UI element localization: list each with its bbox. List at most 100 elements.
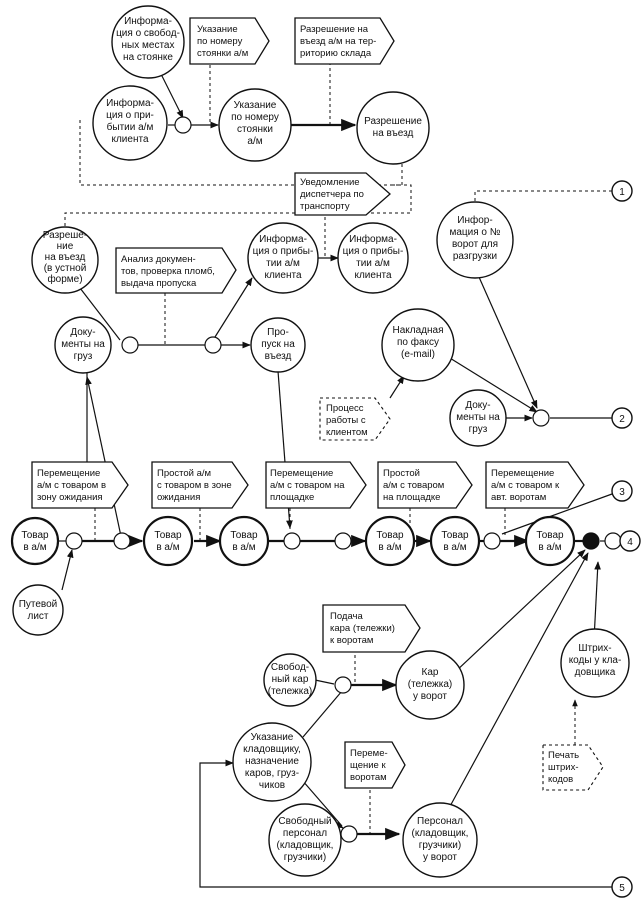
svg-text:клиента: клиента <box>354 270 391 281</box>
svg-text:ных местах: ных местах <box>122 40 175 51</box>
node-fax-waybill: Накладная по факсу (e-mail) <box>381 308 455 382</box>
svg-text:в а/м: в а/м <box>378 542 401 553</box>
svg-text:Простой а/м: Простой а/м <box>157 468 211 479</box>
svg-text:ция о при-: ция о при- <box>106 110 154 121</box>
svg-text:грузчики): грузчики) <box>419 840 461 851</box>
node-parking-number: Указание по номеру стоянки а/м <box>218 88 292 162</box>
ref-marker-5: 5 <box>611 876 633 898</box>
svg-text:груз: груз <box>74 351 93 362</box>
node-free-staff: Свободный персонал (кладовщик, грузчики) <box>268 803 342 877</box>
svg-text:к воротам: к воротам <box>330 635 373 646</box>
flag-client-process: Процесс работы с клиентом <box>319 397 391 441</box>
node-free-cart: Свобод- ный кар (тележка) <box>263 653 317 707</box>
svg-text:с товаром в зоне: с товаром в зоне <box>157 480 232 491</box>
svg-text:щение к: щение к <box>350 760 386 771</box>
svg-text:лист: лист <box>27 611 48 622</box>
svg-text:груз: груз <box>469 424 488 435</box>
flag-parking-instruction: Указание по номеру стоянки а/м <box>189 17 270 65</box>
svg-text:1: 1 <box>619 187 625 198</box>
svg-text:въезд: въезд <box>265 351 292 362</box>
svg-text:Персонал: Персонал <box>417 816 463 827</box>
node-info-arrival-top: Информа- ция о при- бытии а/м клиента <box>92 85 168 161</box>
svg-text:тии а/м: тии а/м <box>266 258 300 269</box>
svg-text:а/м с товаром на: а/м с товаром на <box>270 480 345 491</box>
svg-text:2: 2 <box>619 414 625 425</box>
svg-text:стоянки а/м: стоянки а/м <box>197 48 248 59</box>
svg-text:по номеру: по номеру <box>197 36 243 47</box>
svg-text:Товар: Товар <box>154 530 182 541</box>
svg-text:Товар: Товар <box>230 530 258 541</box>
svg-text:ный кар: ный кар <box>272 674 309 685</box>
svg-text:клиента: клиента <box>264 270 301 281</box>
svg-text:по факсу: по факсу <box>397 336 439 348</box>
svg-text:ция о прибы-: ция о прибы- <box>343 245 404 257</box>
svg-text:кладовщику,: кладовщику, <box>243 744 301 755</box>
svg-text:Накладная: Накладная <box>392 325 443 336</box>
svg-text:тии а/м: тии а/м <box>356 258 390 269</box>
node-truck-2: Товар в а/м <box>142 515 194 567</box>
svg-text:у ворот: у ворот <box>413 691 447 702</box>
node-barcodes-keeper: Штрих- коды у кла- довщика <box>560 628 630 698</box>
svg-text:выдача пропуска: выдача пропуска <box>121 278 197 289</box>
flag-move-platform: Перемещение а/м с товаром на площадке <box>265 461 367 509</box>
node-truck-6: Товар в а/м <box>524 515 576 567</box>
svg-text:Подача: Подача <box>330 611 363 622</box>
svg-text:Разрешение: Разрешение <box>364 116 422 127</box>
svg-text:а/м с товаром: а/м с товаром <box>383 480 444 491</box>
node-truck-4: Товар в а/м <box>364 515 416 567</box>
node-entry-permission: Разрешение на въезд <box>356 91 430 165</box>
svg-text:в а/м: в а/м <box>538 542 561 553</box>
svg-text:в а/м: в а/м <box>232 542 255 553</box>
svg-text:Перемещение: Перемещение <box>491 468 554 479</box>
junctions <box>65 116 622 843</box>
svg-text:Инфор-: Инфор- <box>457 214 492 226</box>
svg-text:Товар: Товар <box>536 530 564 541</box>
flag-idle-platform: Простой а/м с товаром на площадке <box>377 461 473 509</box>
svg-text:Указание: Указание <box>234 100 277 111</box>
svg-text:тов, проверка пломб,: тов, проверка пломб, <box>121 266 215 277</box>
node-info-arrival-mid2: Информа- ция о прибы- тии а/м клиента <box>337 222 409 294</box>
svg-text:Про-: Про- <box>267 327 289 338</box>
svg-text:Переме-: Переме- <box>350 748 388 759</box>
node-waybill: Путевой лист <box>12 584 64 636</box>
ref-marker-2: 2 <box>611 407 633 429</box>
svg-text:разгрузки: разгрузки <box>453 251 497 262</box>
svg-text:Перемещение: Перемещение <box>37 468 100 479</box>
svg-text:Товар: Товар <box>21 530 49 541</box>
node-docs-cargo-right: Доку- менты на груз <box>449 389 507 447</box>
svg-text:(кладовщик,: (кладовщик, <box>412 828 469 839</box>
svg-text:ворот для: ворот для <box>452 239 498 250</box>
svg-text:Уведомление: Уведомление <box>300 177 360 188</box>
svg-text:ция о свобод-: ция о свобод- <box>116 27 180 39</box>
svg-text:мация о №: мация о № <box>449 227 500 238</box>
svg-text:(e-mail): (e-mail) <box>401 349 435 360</box>
svg-text:5: 5 <box>619 883 625 894</box>
svg-text:назначение: назначение <box>245 756 299 767</box>
flag-doc-analysis: Анализ докумен- тов, проверка пломб, выд… <box>115 247 237 294</box>
svg-text:Доку-: Доку- <box>70 327 95 338</box>
ref-marker-3: 3 <box>611 480 633 502</box>
svg-text:Печать: Печать <box>548 750 579 761</box>
svg-text:Доку-: Доку- <box>465 400 490 411</box>
svg-text:менты на: менты на <box>456 412 500 423</box>
svg-text:Штрих-: Штрих- <box>578 643 611 654</box>
svg-text:Анализ докумен-: Анализ докумен- <box>121 254 196 265</box>
node-docs-cargo-left: Доку- менты на груз <box>54 316 112 374</box>
svg-text:штрих-: штрих- <box>548 762 578 773</box>
ref-marker-4: 4 <box>619 530 641 552</box>
svg-text:грузчики): грузчики) <box>284 852 326 863</box>
svg-text:(тележка): (тележка) <box>408 679 453 690</box>
svg-text:клиента: клиента <box>111 134 148 145</box>
svg-text:воротам: воротам <box>350 772 387 783</box>
svg-text:каров, груз-: каров, груз- <box>245 768 299 779</box>
svg-text:клиентом: клиентом <box>326 427 368 438</box>
svg-text:Информа-: Информа- <box>259 233 307 245</box>
svg-text:Процесс: Процесс <box>326 403 364 414</box>
svg-text:транспорту: транспорту <box>300 201 350 212</box>
svg-text:Разрешение на: Разрешение на <box>300 24 369 35</box>
node-oral-permission: Разреше- ние на въезд (в устной форме) <box>31 226 99 294</box>
svg-text:в а/м: в а/м <box>443 542 466 553</box>
svg-text:стоянки: стоянки <box>237 124 273 135</box>
node-assign-keeper: Указание кладовщику, назначение каров, г… <box>232 722 312 802</box>
